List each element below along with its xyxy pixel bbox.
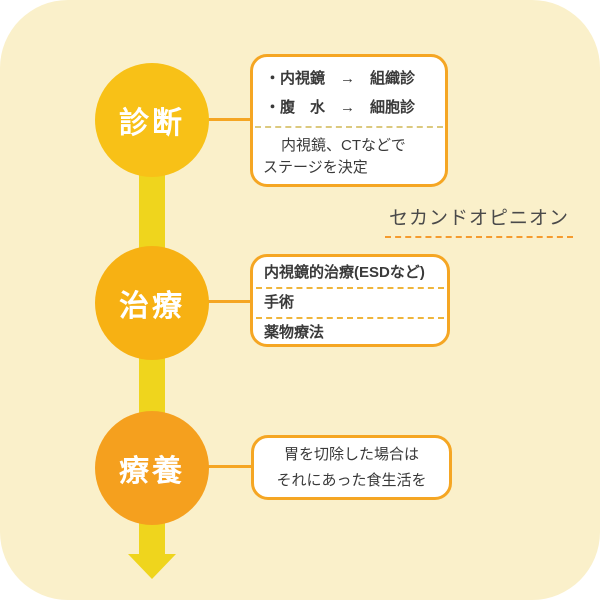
note-line: ステージを決定 — [263, 159, 368, 176]
second-opinion-label: セカンドオピニオン — [385, 203, 574, 238]
diagnosis-test-line: ・腹 水 → 細胞診 — [265, 99, 416, 116]
dashed-divider — [256, 287, 444, 289]
stage-label-treatment: 治療 — [119, 290, 185, 323]
connector-recuperation — [208, 465, 253, 468]
down-arrow-icon — [128, 554, 176, 579]
recuperation-note-box: 胃を切除した場合は それにあった食生活を — [251, 435, 452, 500]
stage-circle-treatment: 治療 — [95, 246, 209, 360]
connector-diagnosis — [208, 118, 252, 121]
recuperation-note-line: それにあった食生活を — [276, 471, 427, 489]
treatment-option: 薬物療法 — [264, 324, 325, 341]
treatment-option: 内視鏡的治療(ESDなど) — [264, 264, 425, 281]
treatment-option: 手術 — [264, 294, 295, 311]
diagnosis-tests-section: ・内視鏡 → 組織診 ・腹 水 → 細胞診 — [253, 57, 445, 126]
dashed-divider — [255, 126, 443, 128]
stage-label-diagnosis: 診断 — [119, 107, 185, 140]
note-line: 内視鏡、CTなどで — [281, 137, 406, 154]
stage-label-recuperation: 療養 — [119, 455, 185, 488]
treatment-options-box: 内視鏡的治療(ESDなど) 手術 薬物療法 — [250, 254, 450, 347]
connector-treatment — [208, 300, 252, 303]
diagnosis-test-line: ・内視鏡 → 組織診 — [265, 70, 416, 87]
recuperation-note-line: 胃を切除した場合は — [283, 445, 419, 463]
diagnosis-detail-box: ・内視鏡 → 組織診 ・腹 水 → 細胞診 内視鏡、CTなどで ステージを決定 — [250, 54, 448, 187]
stage-circle-diagnosis: 診断 — [95, 63, 209, 177]
dashed-divider — [256, 317, 444, 319]
diagnosis-stage-note: 内視鏡、CTなどで ステージを決定 — [253, 128, 445, 179]
stage-circle-recuperation: 療養 — [95, 411, 209, 525]
